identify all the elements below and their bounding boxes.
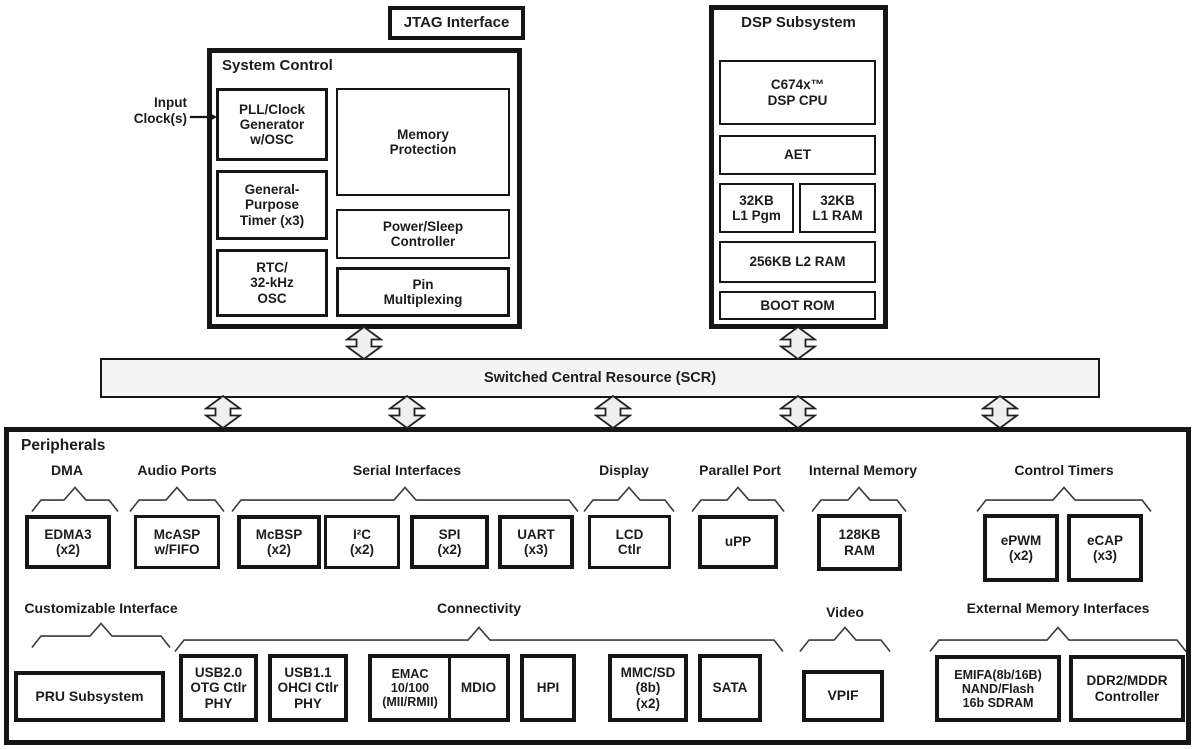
memory-protection-block: Memory Protection <box>336 88 510 196</box>
internal-memory-group-label: Internal Memory <box>808 462 918 478</box>
control-timers-brace <box>976 486 1152 513</box>
l1-ram-block: 32KB L1 RAM <box>799 183 876 233</box>
block-pru-subsystem: PRU Subsystem <box>14 671 165 722</box>
input-clock-arrow-icon <box>190 111 217 123</box>
block-ecap: eCAP (x3) <box>1067 514 1143 582</box>
video-group-label: Video <box>826 604 864 620</box>
scr-peripherals-arrow-icon <box>593 394 633 434</box>
gp-timer-block: General- Purpose Timer (x3) <box>216 170 328 240</box>
block-sata: SATA <box>698 654 762 722</box>
system-control-title: System Control <box>222 57 333 74</box>
block-emifa: EMIFA(8b/16B) NAND/Flash 16b SDRAM <box>935 655 1061 722</box>
dsp-subsystem-title: DSP Subsystem <box>741 14 856 31</box>
block-mdio: MDIO <box>448 658 506 718</box>
switched-central-resource-bar: Switched Central Resource (SCR) <box>100 358 1100 398</box>
l1-pgm-block: 32KB L1 Pgm <box>719 183 794 233</box>
block-i2c: I²C (x2) <box>324 515 400 569</box>
block-ddr2-mddr: DDR2/MDDR Controller <box>1069 655 1185 722</box>
block-mcbsp: McBSP (x2) <box>237 515 321 569</box>
block-128kb-ram: 128KB RAM <box>817 514 902 571</box>
system-control-block: System Control PLL/Clock Generator w/OSC… <box>207 48 522 329</box>
block-mcasp: McASP w/FIFO <box>134 515 220 569</box>
block-epwm: ePWM (x2) <box>983 514 1059 582</box>
block-vpif: VPIF <box>802 670 884 722</box>
audio-ports-group-label: Audio Ports <box>137 462 217 478</box>
serial-interfaces-group-label: Serial Interfaces <box>352 462 462 478</box>
block-edma3: EDMA3 (x2) <box>25 515 111 569</box>
block-usb11: USB1.1 OHCI Ctlr PHY <box>268 654 348 722</box>
peripherals-block: Peripherals DMA Audio Ports Serial Inter… <box>4 427 1191 745</box>
power-sleep-controller-block: Power/Sleep Controller <box>336 209 510 259</box>
audio-ports-brace <box>129 486 225 513</box>
display-brace <box>583 486 675 513</box>
control-timers-group-label: Control Timers <box>1014 462 1114 478</box>
scr-peripherals-arrow-icon <box>387 394 427 434</box>
scr-peripherals-arrow-icon <box>203 394 243 434</box>
block-uart: UART (x3) <box>498 515 574 569</box>
block-emac: EMAC 10/100 (MII/RMII) <box>382 667 438 709</box>
l2-ram-block: 256KB L2 RAM <box>719 241 876 283</box>
rtc-osc-block: RTC/ 32-kHz OSC <box>216 249 328 317</box>
block-upp: uPP <box>698 515 778 569</box>
video-brace <box>799 626 891 653</box>
block-mmcsd: MMC/SD (8b) (x2) <box>608 654 688 722</box>
jtag-interface-block: JTAG Interface <box>388 6 525 40</box>
aet-block: AET <box>719 135 876 175</box>
scr-peripherals-arrow-icon <box>980 394 1020 434</box>
display-group-label: Display <box>599 462 649 478</box>
dsp-scr-arrow-icon <box>778 325 818 365</box>
peripherals-title: Peripherals <box>21 437 106 454</box>
block-usb20: USB2.0 OTG Ctlr PHY <box>179 654 258 722</box>
external-memory-group-label: External Memory Interfaces <box>966 600 1150 616</box>
block-hpi: HPI <box>520 654 576 722</box>
connectivity-group-label: Connectivity <box>436 600 522 616</box>
pin-multiplexing-block: Pin Multiplexing <box>336 267 510 317</box>
dma-group-label: DMA <box>51 462 83 478</box>
customizable-interface-brace <box>31 622 171 649</box>
dma-brace <box>31 486 119 513</box>
internal-memory-brace <box>811 486 907 513</box>
input-clocks-label: Input Clock(s) <box>133 95 187 127</box>
dsp-subsystem-block: DSP Subsystem C674x™ DSP CPU AET 32KB L1… <box>709 5 888 329</box>
external-memory-brace <box>929 626 1187 653</box>
block-lcd-ctlr: LCD Ctlr <box>588 515 671 569</box>
parallel-port-group-label: Parallel Port <box>699 462 781 478</box>
parallel-port-brace <box>691 486 785 513</box>
customizable-interface-group-label: Customizable Interface <box>24 600 178 616</box>
dsp-cpu-block: C674x™ DSP CPU <box>719 60 876 125</box>
connectivity-brace <box>174 626 784 653</box>
block-spi: SPI (x2) <box>410 515 489 569</box>
system-control-scr-arrow-icon <box>344 325 384 365</box>
boot-rom-block: BOOT ROM <box>719 291 876 320</box>
scr-peripherals-arrow-icon <box>778 394 818 434</box>
serial-interfaces-brace <box>231 486 579 513</box>
pll-clock-generator-block: PLL/Clock Generator w/OSC <box>216 88 328 161</box>
block-emac-mdio: EMAC 10/100 (MII/RMII) MDIO <box>368 654 510 722</box>
